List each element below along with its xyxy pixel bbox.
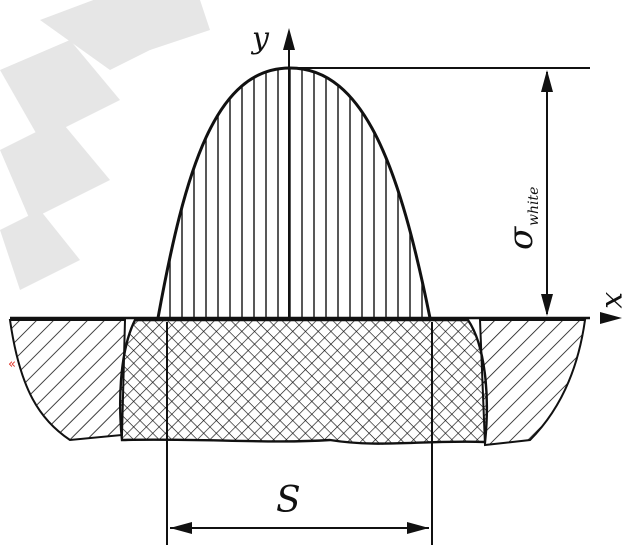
contact-zone	[119, 318, 489, 445]
width-arrow-right	[407, 522, 429, 534]
sigma-symbol: σ	[501, 226, 541, 250]
sigma-label: σ white	[501, 187, 542, 250]
sigma-arrow-top	[541, 70, 553, 92]
right-support-block	[478, 319, 587, 447]
sigma-subscript: white	[526, 187, 542, 226]
width-arrow-left	[170, 522, 192, 534]
width-label: S	[276, 480, 301, 521]
sigma-arrow-bottom	[541, 294, 553, 316]
y-axis-arrow	[283, 28, 295, 50]
double-left-angle-icon: «	[8, 357, 16, 372]
x-axis-label: x	[598, 292, 631, 309]
x-axis-arrow	[600, 312, 622, 324]
left-support-block	[8, 319, 127, 442]
y-axis-label: y	[250, 21, 270, 56]
